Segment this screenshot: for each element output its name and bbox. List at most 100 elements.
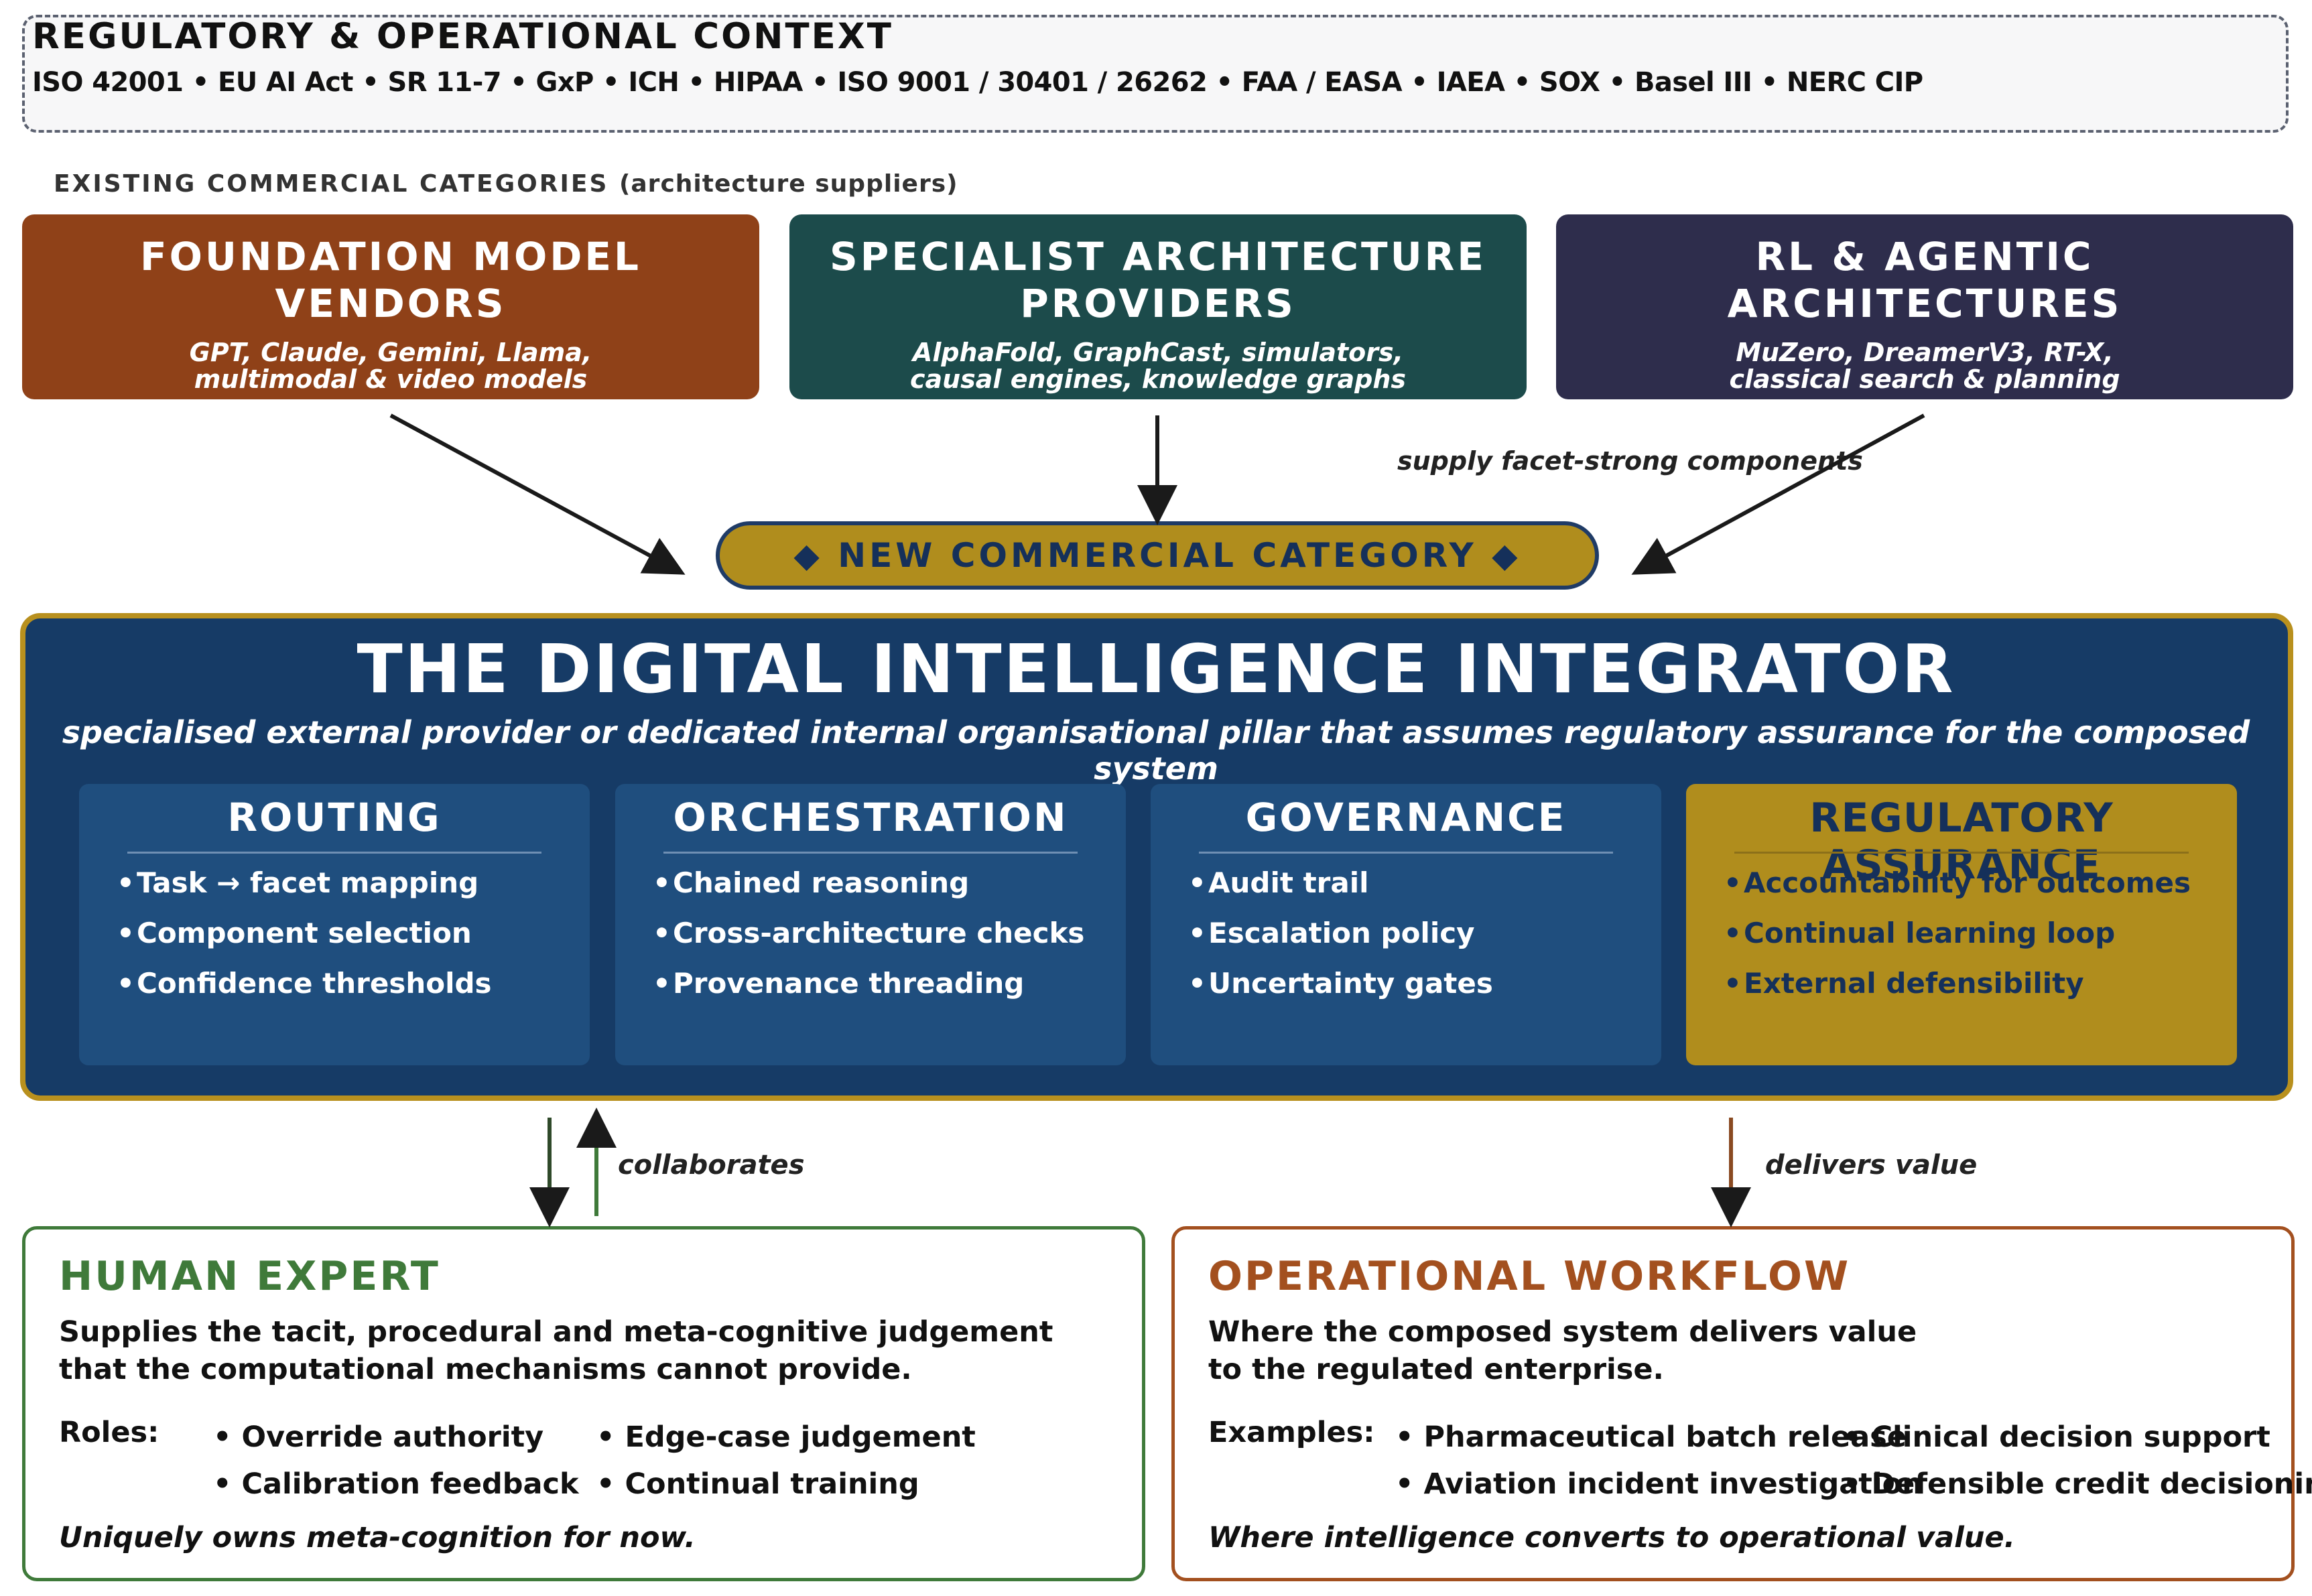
example-text: Pharmaceutical batch release — [1423, 1420, 1907, 1454]
bullet: • — [1724, 967, 1742, 1000]
pillar-item-text: Accountability for outcomes — [1744, 866, 2191, 899]
bullet: • — [1188, 866, 1206, 899]
operational-workflow-footer: Where intelligence converts to operation… — [1208, 1521, 2016, 1554]
example-item: • Defensible credit decisioning — [1843, 1461, 2312, 1508]
integrator-title: THE DIGITAL INTELLIGENCE INTEGRATOR — [357, 630, 1955, 708]
supplier-examples: GPT, Claude, Gemini, Llama, multimodal &… — [22, 339, 759, 393]
example-text: Clinical decision support — [1871, 1420, 2270, 1454]
pillar-governance: GOVERNANCE •Audit trail •Escalation poli… — [1151, 784, 1661, 1065]
human-expert-description-line2: that the computational mechanisms cannot… — [59, 1353, 912, 1386]
supplier-examples: MuZero, DreamerV3, RT-X, classical searc… — [1556, 339, 2293, 393]
arrow-rl-to-integrator — [1631, 413, 1925, 575]
pillar-item: •Continual learning loop — [1724, 908, 2191, 958]
pillar-items: •Chained reasoning •Cross-architecture c… — [653, 858, 1084, 1008]
supplier-title-line1: RL & AGENTIC — [1755, 234, 2094, 279]
example-text: Defensible credit decisioning — [1871, 1467, 2312, 1501]
bullet: • — [596, 1467, 615, 1501]
pillar-item-text: Cross-architecture checks — [673, 917, 1085, 949]
bullet: • — [596, 1420, 615, 1454]
bullet: • — [1724, 866, 1742, 899]
pillar-item: •Uncertainty gates — [1188, 958, 1493, 1008]
pillar-item: •Confidence thresholds — [117, 958, 492, 1008]
existing-categories-label-main: EXISTING COMMERCIAL CATEGORIES — [54, 170, 609, 198]
supplier-examples-line1: AlphaFold, GraphCast, simulators, — [912, 338, 1404, 367]
pillar-item: •Chained reasoning — [653, 858, 1084, 908]
bullet: • — [117, 917, 135, 949]
pillar-items: •Task → facet mapping •Component selecti… — [117, 858, 492, 1008]
bullet: • — [117, 866, 135, 899]
collaborates-label: collaborates — [618, 1150, 805, 1181]
pillar-title: GOVERNANCE — [1245, 795, 1567, 840]
bullet: • — [1395, 1467, 1414, 1501]
supplier-title-line1: FOUNDATION MODEL — [139, 234, 642, 279]
regulatory-context-panel — [22, 15, 2289, 133]
pillar-title: ROUTING — [227, 795, 442, 840]
supplier-title-line2: VENDORS — [275, 281, 507, 326]
supply-components-note: supply facet-strong components — [1397, 446, 1863, 476]
supplier-title: SPECIALIST ARCHITECTURE PROVIDERS — [789, 233, 1527, 327]
supplier-title-line2: PROVIDERS — [1020, 281, 1296, 326]
roles-column-1: • Override authority • Calibration feedb… — [213, 1414, 579, 1508]
pillar-item: •Task → facet mapping — [117, 858, 492, 908]
pillar-items: •Audit trail •Escalation policy •Uncerta… — [1188, 858, 1493, 1008]
supplier-examples: AlphaFold, GraphCast, simulators, causal… — [789, 339, 1527, 393]
bullet: • — [1188, 917, 1206, 949]
supplier-rl-agentic-architectures: RL & AGENTIC ARCHITECTURES MuZero, Dream… — [1556, 214, 2293, 399]
examples-label: Examples: — [1208, 1416, 1375, 1449]
bullet: • — [1843, 1467, 1862, 1501]
pillar-item-text: Confidence thresholds — [137, 967, 492, 1000]
pillar-item: •Audit trail — [1188, 858, 1493, 908]
regulatory-standards-list: ISO 42001 • EU AI Act • SR 11-7 • GxP • … — [32, 67, 1923, 98]
human-expert-description-line1: Supplies the tacit, procedural and meta-… — [59, 1315, 1053, 1349]
arrow-foundation-to-integrator — [389, 413, 686, 575]
role-item: • Override authority — [213, 1414, 579, 1461]
existing-categories-label: EXISTING COMMERCIAL CATEGORIES (architec… — [54, 170, 958, 198]
supplier-examples-line2: causal engines, knowledge graphs — [909, 364, 1407, 394]
pillar-orchestration: ORCHESTRATION •Chained reasoning •Cross-… — [615, 784, 1126, 1065]
pillar-item-text: Escalation policy — [1208, 917, 1475, 949]
pillar-item-text: External defensibility — [1744, 967, 2084, 1000]
example-item: • Pharmaceutical batch release — [1395, 1414, 1923, 1461]
pillar-item: •Provenance threading — [653, 958, 1084, 1008]
human-expert-description: Supplies the tacit, procedural and meta-… — [59, 1313, 1053, 1388]
role-item: • Edge-case judgement — [596, 1414, 976, 1461]
operational-workflow-description-line1: Where the composed system delivers value — [1208, 1315, 1917, 1349]
pillar-item-text: Uncertainty gates — [1208, 967, 1493, 1000]
role-text: Continual training — [625, 1467, 919, 1501]
supplier-examples-line1: GPT, Claude, Gemini, Llama, — [189, 338, 592, 367]
operational-workflow-description: Where the composed system delivers value… — [1208, 1313, 1917, 1388]
pillar-item-text: Continual learning loop — [1744, 917, 2116, 949]
bullet: • — [1724, 917, 1742, 949]
human-expert-footer: Uniquely owns meta-cognition for now. — [59, 1521, 696, 1554]
supplier-examples-line2: classical search & planning — [1729, 364, 2120, 394]
bullet: • — [1395, 1420, 1414, 1454]
new-commercial-category-pill: ◆ NEW COMMERCIAL CATEGORY ◆ — [716, 521, 1599, 590]
bullet: • — [213, 1467, 232, 1501]
operational-workflow-description-line2: to the regulated enterprise. — [1208, 1353, 1664, 1386]
pillar-item-text: Audit trail — [1208, 866, 1369, 899]
supplier-specialist-architecture-providers: SPECIALIST ARCHITECTURE PROVIDERS AlphaF… — [789, 214, 1527, 399]
pillar-title: ORCHESTRATION — [673, 795, 1068, 840]
pillar-title: REGULATORY ASSURANCE — [1809, 795, 2114, 888]
examples-column-2: • Clinical decision support • Defensible… — [1843, 1414, 2312, 1508]
supplier-title-line1: SPECIALIST ARCHITECTURE — [830, 234, 1486, 279]
pillar-item-text: Task → facet mapping — [137, 866, 479, 899]
pillar-item: •Component selection — [117, 908, 492, 958]
pillar-regulatory-assurance: REGULATORY ASSURANCE •Accountability for… — [1686, 784, 2237, 1065]
role-item: • Calibration feedback — [213, 1461, 579, 1508]
bullet: • — [117, 967, 135, 1000]
pillar-item-text: Chained reasoning — [673, 866, 970, 899]
pillar-divider — [1734, 852, 2189, 854]
supplier-foundation-model-vendors: FOUNDATION MODEL VENDORS GPT, Claude, Ge… — [22, 214, 759, 399]
pillar-item: •Cross-architecture checks — [653, 908, 1084, 958]
human-expert-title: HUMAN EXPERT — [59, 1253, 440, 1300]
pillar-divider — [127, 852, 541, 854]
roles-label: Roles: — [59, 1416, 159, 1449]
supplier-examples-line1: MuZero, DreamerV3, RT-X, — [1736, 338, 2114, 367]
pillar-divider — [663, 852, 1078, 854]
existing-categories-label-suffix: (architecture suppliers) — [619, 170, 958, 198]
delivers-value-label: delivers value — [1765, 1150, 1978, 1181]
human-expert-box — [22, 1226, 1145, 1581]
bullet: • — [653, 917, 671, 949]
